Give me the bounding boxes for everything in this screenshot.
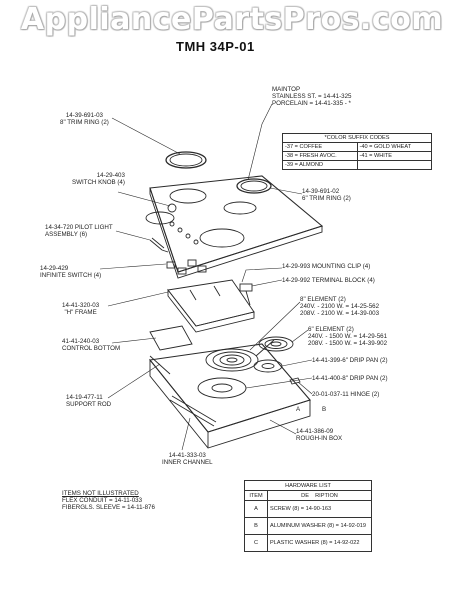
trim-ring-6-part: [236, 178, 272, 194]
hardware-title-row: HARDWARE LIST: [244, 480, 372, 491]
table-cell: A: [244, 500, 268, 518]
label-terminal-block: 14-29-992 TERMINAL BLOCK (4): [282, 277, 375, 284]
infinite-switch-parts: [166, 259, 207, 275]
color-suffix-table: *COLOR SUFFIX CODES -37 = COFFEE -40 = G…: [282, 133, 432, 170]
drip-pan-8-part: [197, 377, 247, 399]
label-rough-in-box: 14-41-386-09 ROUGH-IN BOX: [296, 428, 343, 442]
label-inner-channel: 14-41-333-03 INNER CHANNEL: [162, 452, 213, 466]
items-not-illustrated: ITEMS NOT ILLUSTRATED FLEX CONDUIT = 14-…: [62, 490, 155, 512]
table-cell: PLASTIC WASHER (8) = 14-92-022: [267, 534, 372, 552]
hinge-part: [289, 377, 301, 385]
table-row: C PLASTIC WASHER (8) = 14-92-022: [244, 534, 372, 552]
table-cell: C: [244, 534, 268, 552]
column-header: ITEM: [244, 490, 268, 501]
table-row: B ALUMINUM WASHER (8) = 14-92-019: [244, 517, 372, 535]
trim-ring-8-part: [165, 151, 207, 169]
leader-lines: [99, 103, 313, 451]
label-control-bottom: 41-41-240-03 CONTROL BOTTOM: [62, 338, 121, 352]
table-cell: -37 = COFFEE: [282, 142, 358, 152]
hardware-title: HARDWARE LIST: [244, 480, 372, 491]
element-6-part: [258, 336, 294, 352]
knob-holes: [169, 221, 199, 245]
label-drip-pan-8: 14-41-400-8" DRIP PAN (2): [312, 375, 388, 382]
label-ref-a: A: [296, 406, 301, 413]
table-cell: SCREW (8) = 14-90-163: [267, 500, 372, 518]
table-row: -38 = FRESH AVOC. -41 = WHITE: [282, 151, 432, 161]
label-maintop: MAINTOP STAINLESS ST. = 14-41-325 PORCEL…: [272, 86, 352, 107]
table-cell: -40 = GOLD WHEAT: [356, 142, 432, 152]
switch-knob-part: [167, 203, 177, 213]
label-hinge: 20-01-037-11 HINGE (2): [312, 391, 380, 398]
label-h-frame: 14-41-320-03 "H" FRAME: [62, 302, 100, 316]
label-ref-b: B: [322, 406, 327, 413]
label-infinite-switch: 14-29-429 INFINITE SWITCH (4): [40, 265, 102, 279]
pilot-light-part: [149, 237, 169, 253]
burner-openings: [145, 188, 257, 248]
label-trim-ring-6: 14-39-691-02 6" TRIM RING (2): [302, 188, 351, 202]
table-cell: [356, 160, 432, 170]
label-switch-knob: 14-29-403 SWITCH KNOB (4): [72, 172, 125, 186]
table-cell: -38 = FRESH AVOC.: [282, 151, 358, 161]
diagram-title: TMH 34P-01: [176, 39, 255, 54]
label-pilot-light: 14-34-720 PILOT LIGHT ASSEMBLY (6): [45, 224, 113, 238]
h-frame-part: [167, 279, 255, 333]
rough-in-box-part: [148, 343, 311, 449]
column-header: DE RIPTION: [267, 490, 372, 501]
label-element-6: 6" ELEMENT (2) 240V. - 1500 W. = 14-29-5…: [308, 326, 388, 347]
control-bottom-part: [149, 325, 193, 351]
items-not-illustrated-heading: ITEMS NOT ILLUSTRATED: [62, 490, 139, 497]
table-cell: -39 = ALMOND: [282, 160, 358, 170]
color-table-title: *COLOR SUFFIX CODES: [282, 133, 432, 143]
table-row: A SCREW (8) = 14-90-163: [244, 500, 372, 518]
table-cell: ALUMINUM WASHER (8) = 14-92-019: [267, 517, 372, 535]
color-table-title-row: *COLOR SUFFIX CODES: [282, 133, 432, 143]
element-8-part: [205, 339, 275, 372]
inner-channel-part: [169, 395, 217, 427]
list-item: FIBERGLS. SLEEVE = 14-11-876: [62, 504, 155, 512]
label-drip-pan-6: 14-41-399-6" DRIP PAN (2): [312, 357, 388, 364]
table-row: -37 = COFFEE -40 = GOLD WHEAT: [282, 142, 432, 152]
table-row: -39 = ALMOND: [282, 160, 432, 170]
watermark: AppliancePartsPros.com: [20, 2, 444, 37]
list-item: FLEX CONDUIT = 14-11-033: [62, 497, 143, 505]
label-support-rod: 14-19-477-11 SUPPORT ROD: [66, 394, 112, 408]
hardware-list-table: HARDWARE LIST ITEM DE RIPTION A SCREW (8…: [244, 480, 372, 552]
table-cell: B: [244, 517, 268, 535]
label-element-8: 8" ELEMENT (2) 240V. - 2100 W. = 14-25-5…: [300, 296, 380, 317]
label-trim-ring-8: 14-39-691-03 8" TRIM RING (2): [60, 112, 109, 126]
hardware-header-row: ITEM DE RIPTION: [244, 490, 372, 501]
label-mounting-clip: 14-29-993 MOUNTING CLIP (4): [282, 263, 371, 270]
table-cell: -41 = WHITE: [356, 151, 432, 161]
terminal-block-part: [239, 283, 253, 306]
